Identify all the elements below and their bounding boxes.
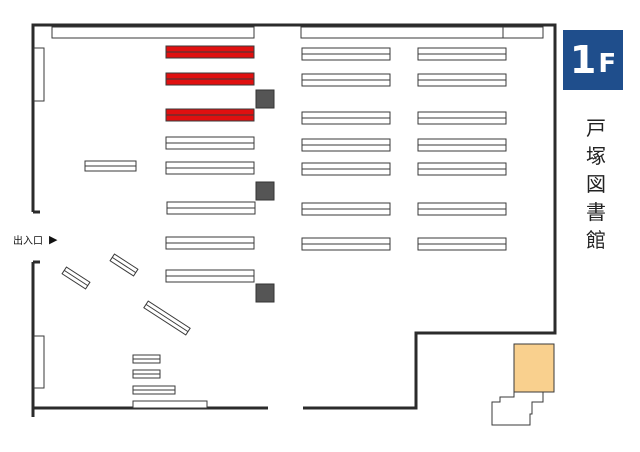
- left-wall-panel-bottom: [33, 335, 45, 389]
- left-wall-panel-top: [33, 47, 45, 102]
- shelf: [417, 162, 507, 176]
- pillar-icon: [255, 89, 275, 109]
- shelf: [165, 269, 255, 283]
- shelf: [417, 202, 507, 216]
- shelf: [417, 73, 507, 87]
- shelf: [84, 160, 137, 172]
- entrance-arrow-icon: ▶: [49, 233, 58, 246]
- shelf: [417, 237, 507, 251]
- shelf: [301, 237, 391, 251]
- shelf: [417, 111, 507, 125]
- shelf: [166, 201, 256, 215]
- room-icon: [513, 343, 555, 393]
- pillars: [255, 89, 275, 303]
- shelf: [301, 202, 391, 216]
- room-area: [491, 343, 555, 426]
- floor-number: 1: [569, 38, 597, 82]
- wall-frames: [33, 26, 544, 389]
- shelf: [165, 136, 255, 150]
- shelf: [165, 161, 255, 175]
- entrance-label: 出入口 ▶: [13, 232, 57, 247]
- shelf: [301, 111, 391, 125]
- shelf: [417, 138, 507, 152]
- floor-badge: 1 F: [563, 30, 623, 90]
- shelf-diagonal: [109, 253, 139, 277]
- shelf: [132, 354, 161, 364]
- top-counter-left: [51, 26, 255, 39]
- library-name-vertical: 戸 塚 図 書 館: [582, 118, 610, 250]
- entrance-text: 出入口: [13, 236, 43, 247]
- stair-outline: [491, 391, 544, 426]
- shelf-diagonal: [61, 266, 91, 290]
- shelves: [61, 47, 507, 409]
- shelf: [132, 369, 161, 379]
- highlight-shelf: [165, 72, 255, 86]
- shelf: [301, 162, 391, 176]
- highlight-shelf: [165, 45, 255, 59]
- library-name-char: 書: [586, 200, 606, 224]
- library-name-char: 塚: [586, 144, 606, 168]
- shelf: [301, 138, 391, 152]
- highlight-shelf: [165, 108, 255, 122]
- shelf: [301, 47, 391, 61]
- shelf: [417, 47, 507, 61]
- shelf: [132, 400, 208, 409]
- highlighted-shelves: [165, 45, 255, 122]
- library-name-char: 館: [586, 228, 606, 252]
- shelf: [301, 73, 391, 87]
- shelf-diagonal: [143, 300, 191, 336]
- pillar-icon: [255, 283, 275, 303]
- shelf: [132, 385, 176, 395]
- library-name-char: 図: [586, 172, 606, 196]
- library-name-char: 戸: [586, 116, 606, 140]
- pillar-icon: [255, 181, 275, 201]
- floor-letter: F: [598, 49, 617, 79]
- top-counter-right: [300, 26, 544, 39]
- shelf: [165, 236, 255, 250]
- wall-top-left: [31, 23, 557, 410]
